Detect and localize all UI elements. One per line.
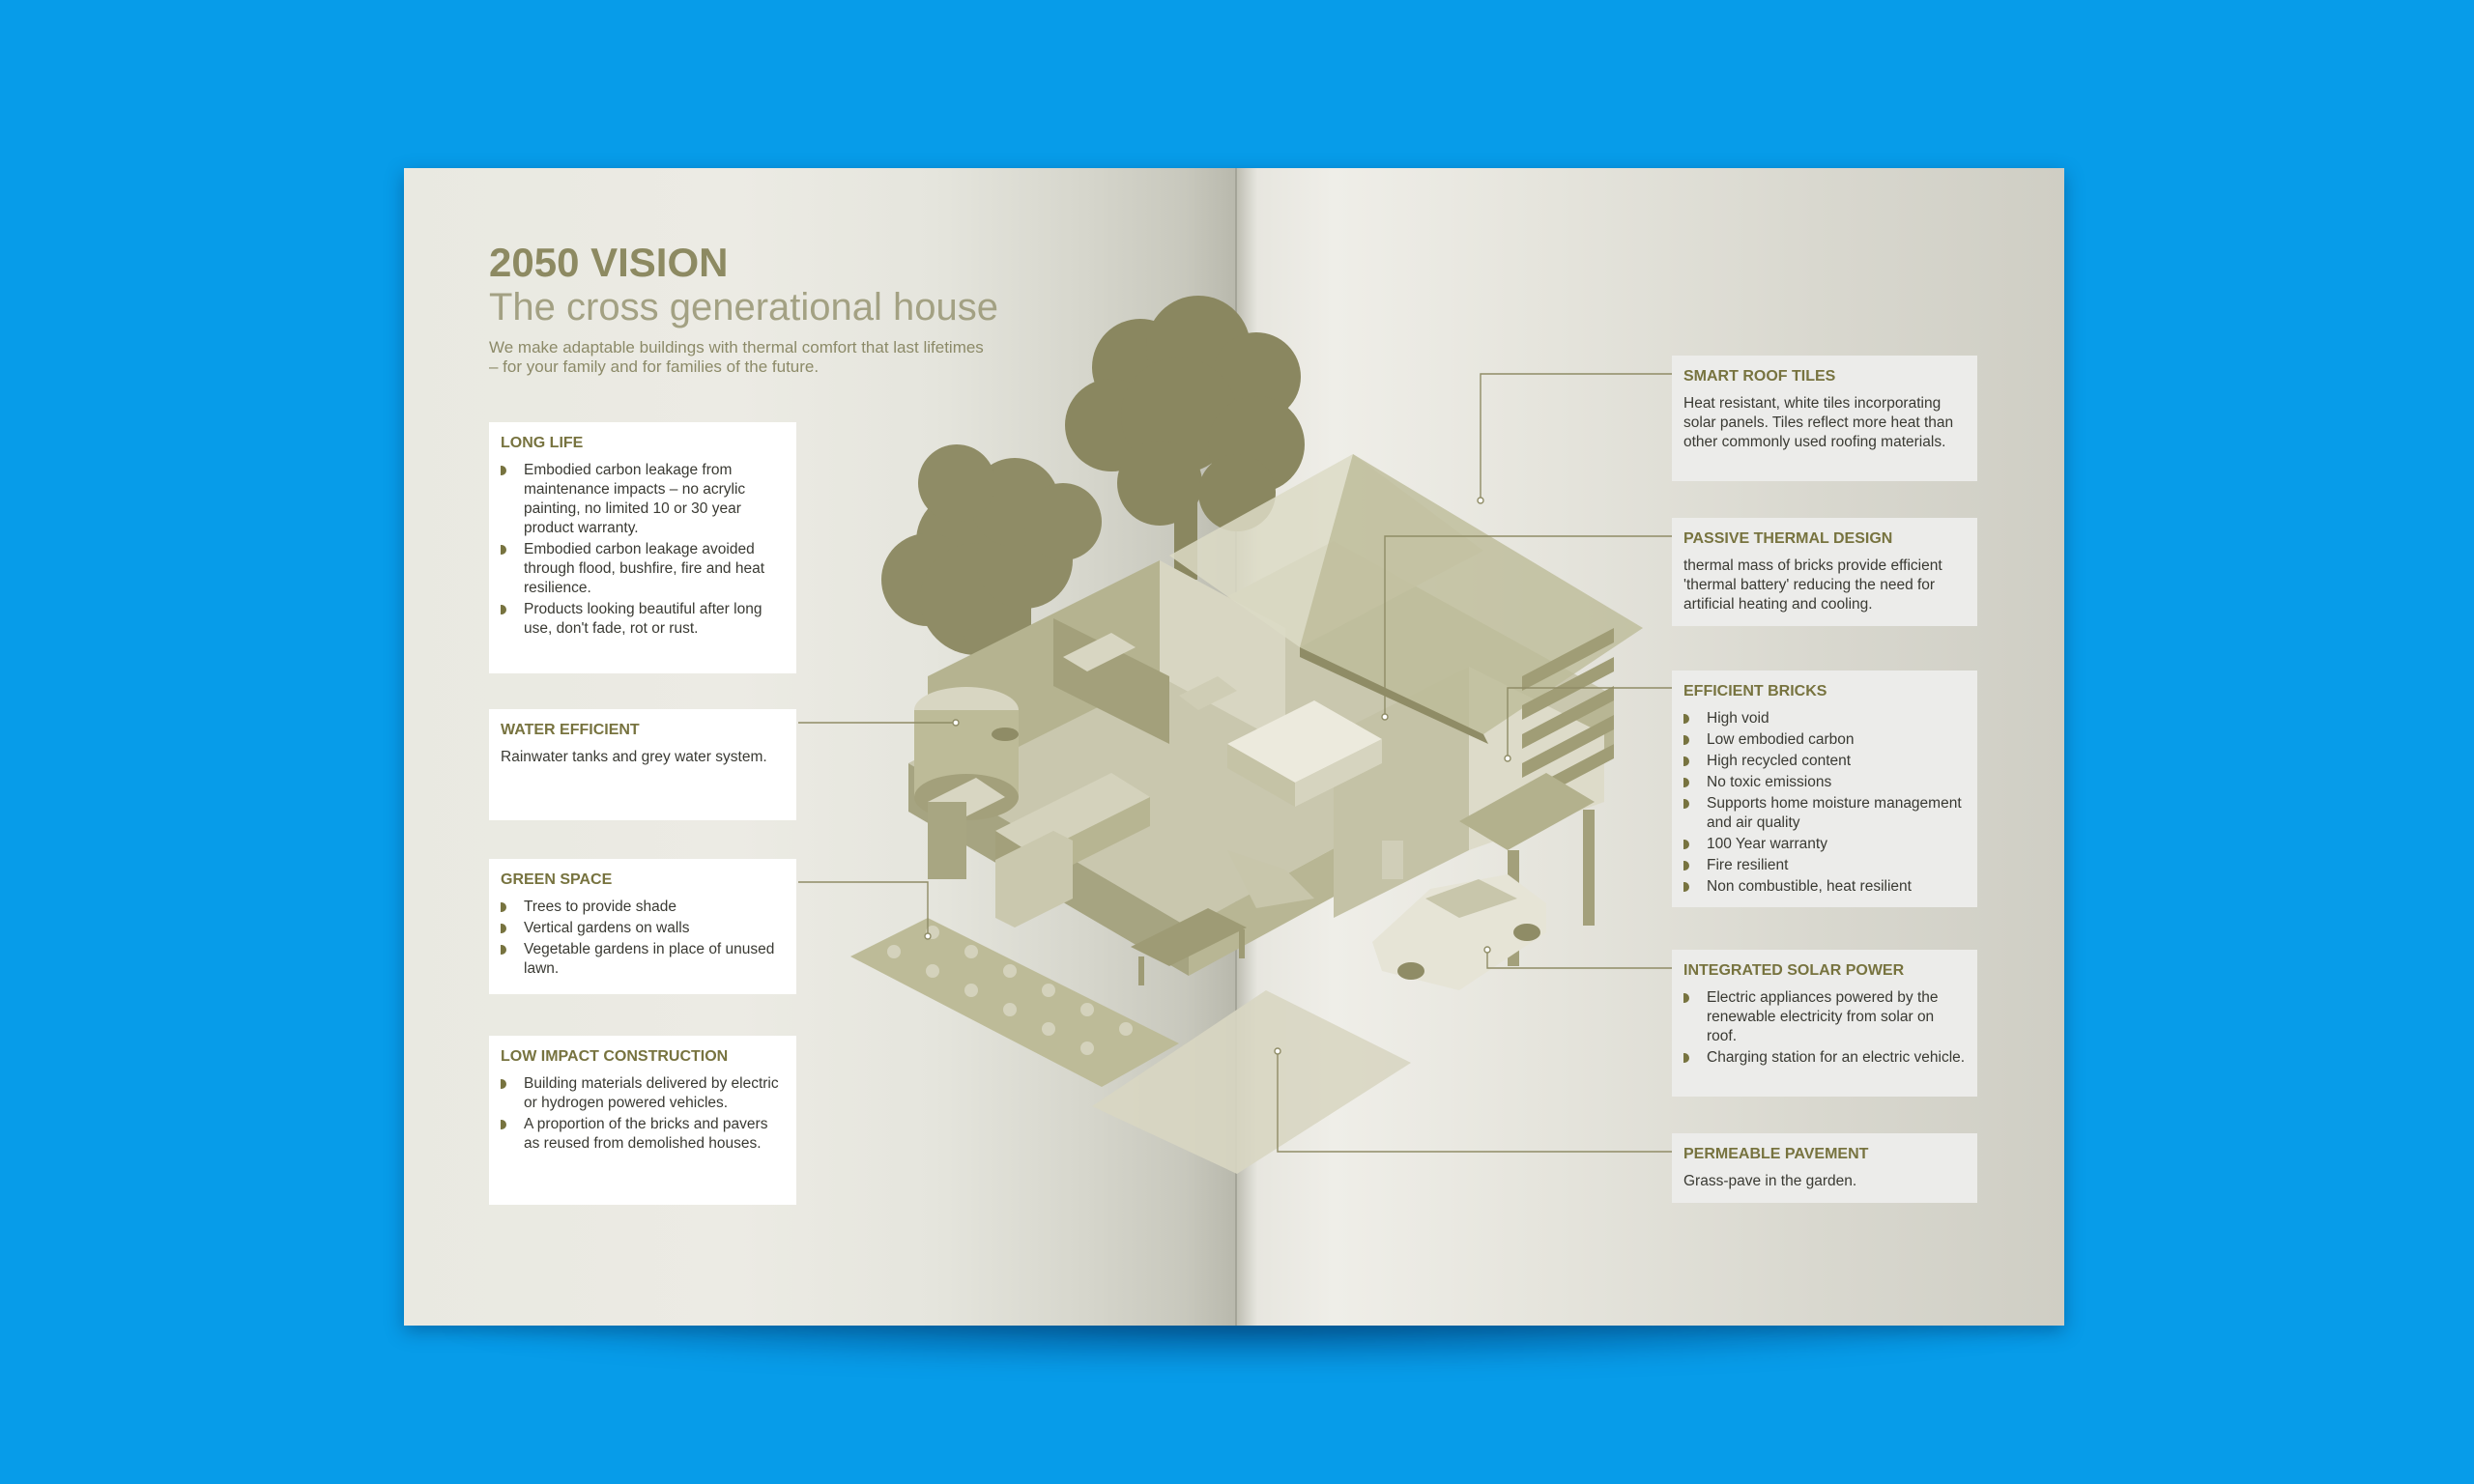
list-item: Low embodied carbon [1683,730,1966,750]
bullet-icon [501,605,506,614]
list-item: A proportion of the bricks and pavers as… [501,1115,785,1154]
bullet-icon [1683,735,1689,745]
bullet-list: Trees to provide shade Vertical gardens … [501,898,785,979]
card-text: Heat resistant, white tiles incorporatin… [1683,395,1954,450]
list-item: Vertical gardens on walls [501,919,785,938]
list-item: Trees to provide shade [501,898,785,917]
vegetable-garden [850,918,1179,1087]
card-title: PERMEABLE PAVEMENT [1683,1146,1869,1162]
list-item: High void [1683,709,1966,728]
bullet-icon [1683,799,1689,809]
card-title: LONG LIFE [501,435,584,451]
list-item: Building materials delivered by electric… [501,1074,785,1113]
card-title: SMART ROOF TILES [1683,368,1836,385]
card-title: WATER EFFICIENT [501,722,640,738]
card-passive-thermal-design: PASSIVE THERMAL DESIGN thermal mass of b… [1672,518,1977,626]
card-text: thermal mass of bricks provide efficient… [1683,557,1942,613]
list-item: Vegetable gardens in place of unused law… [501,940,785,979]
bullet-icon [1683,778,1689,787]
callout-dots [924,497,1511,1055]
list-item: Embodied carbon leakage avoided through … [501,540,785,598]
bullet-list: Building materials delivered by electric… [501,1074,785,1154]
bullet-icon [501,924,506,933]
tree-canopy-right [1065,296,1305,580]
vision-subtitle: The cross generational house [489,286,998,328]
card-green-space: GREEN SPACE Trees to provide shade Verti… [489,859,796,994]
card-title: PASSIVE THERMAL DESIGN [1683,530,1893,547]
vision-title: 2050 VISION [489,240,729,285]
list-item: High recycled content [1683,752,1966,771]
callout-lines [798,373,1672,1153]
list-item: Electric appliances powered by the renew… [1683,988,1966,1046]
card-long-life: LONG LIFE Embodied carbon leakage from m… [489,422,796,673]
card-water-efficient: WATER EFFICIENT Rainwater tanks and grey… [489,709,796,820]
bullet-icon [501,902,506,912]
bullet-list: High void Low embodied carbon High recyc… [1683,709,1966,897]
bullet-icon [501,1079,506,1089]
card-smart-roof-tiles: SMART ROOF TILES Heat resistant, white t… [1672,356,1977,481]
bullet-icon [1683,1053,1689,1063]
bullet-list: Embodied carbon leakage from maintenance… [501,461,785,639]
list-item: Products looking beautiful after long us… [501,600,785,639]
list-item: Embodied carbon leakage from maintenance… [501,461,785,538]
bullet-icon [1683,882,1689,892]
bullet-icon [1683,993,1689,1003]
bullet-icon [501,466,506,475]
vision-intro: We make adaptable buildings with thermal… [489,338,984,376]
bullet-icon [501,1120,506,1129]
permeable-pavement [1092,990,1411,1174]
bullet-icon [1683,840,1689,849]
card-integrated-solar-power: INTEGRATED SOLAR POWER Electric applianc… [1672,950,1977,1097]
card-title: LOW IMPACT CONSTRUCTION [501,1048,729,1065]
card-title: EFFICIENT BRICKS [1683,683,1827,699]
card-title: INTEGRATED SOLAR POWER [1683,962,1905,979]
list-item: No toxic emissions [1683,773,1966,792]
interior-furniture [928,633,1382,985]
card-title: GREEN SPACE [501,871,613,888]
bullet-icon [501,945,506,955]
card-text: Rainwater tanks and grey water system. [501,749,767,765]
list-item: 100 Year warranty [1683,835,1966,854]
list-item: Supports home moisture management and ai… [1683,794,1966,833]
card-text: Grass-pave in the garden. [1683,1173,1857,1189]
list-item: Non combustible, heat resilient [1683,877,1966,897]
card-permeable-pavement: PERMEABLE PAVEMENT Grass-pave in the gar… [1672,1133,1977,1203]
list-item: Fire resilient [1683,856,1966,875]
tree-canopy-left [881,444,1102,705]
list-item: Charging station for an electric vehicle… [1683,1048,1966,1068]
bullet-icon [1683,861,1689,870]
title-block: 2050 VISION The cross generational house [489,240,998,328]
bullet-list: Electric appliances powered by the renew… [1683,988,1966,1068]
bullet-icon [1683,714,1689,724]
bullet-icon [501,545,506,555]
bullet-icon [1683,756,1689,766]
card-efficient-bricks: EFFICIENT BRICKS High void Low embodied … [1672,671,1977,907]
electric-car [1372,841,1546,990]
card-low-impact-construction: LOW IMPACT CONSTRUCTION Building materia… [489,1036,796,1205]
